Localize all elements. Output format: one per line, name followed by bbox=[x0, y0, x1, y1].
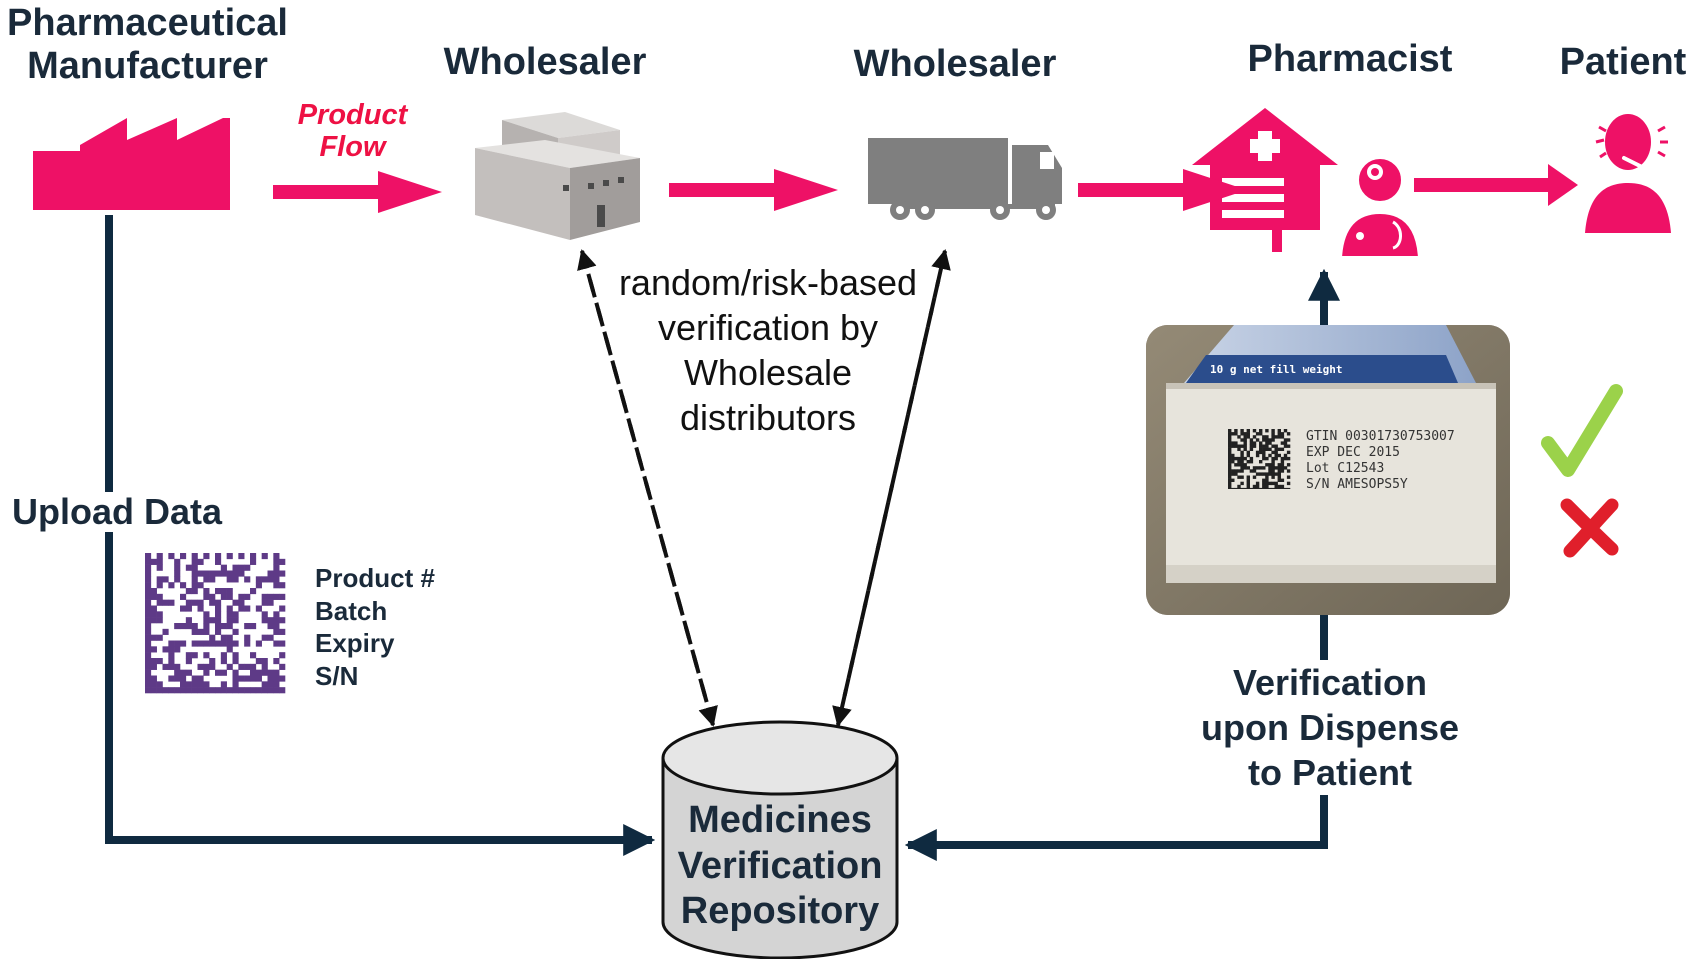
flow-arrow-2 bbox=[669, 169, 838, 211]
stage-title-pharmacist: Pharmacist bbox=[1247, 38, 1453, 80]
wholesale-verification-note: random/risk-based verification by Wholes… bbox=[618, 262, 918, 438]
package-barcode-icon bbox=[1228, 429, 1291, 489]
package-label-lines: GTIN 00301730753007 EXP DEC 2015 Lot C12… bbox=[1306, 429, 1455, 493]
flow-arrow-4 bbox=[1414, 164, 1578, 206]
warehouse-icon bbox=[475, 112, 640, 240]
check-icon bbox=[1541, 384, 1623, 477]
data-fields-list: Product # Batch Expiry S/N bbox=[315, 562, 435, 692]
factory-icon bbox=[33, 118, 230, 210]
patient-icon bbox=[1585, 114, 1671, 233]
package-sn: S/N AMESOPS5Y bbox=[1306, 477, 1408, 492]
field-serial-number: S/N bbox=[315, 660, 359, 691]
field-batch: Batch bbox=[315, 595, 388, 626]
flow-arrow-1 bbox=[273, 171, 442, 213]
pharmacy-icon bbox=[1192, 108, 1423, 260]
stage-title-wholesaler-1: Wholesaler bbox=[443, 41, 647, 83]
upload-line bbox=[105, 215, 656, 856]
package-lot: Lot C12543 bbox=[1306, 461, 1385, 476]
dispense-line-back bbox=[904, 795, 1328, 861]
datamatrix-icon bbox=[145, 553, 286, 694]
package-box bbox=[1146, 325, 1510, 615]
stage-title-wholesaler-2: Wholesaler bbox=[853, 43, 1057, 85]
flow-arrow-3 bbox=[1078, 169, 1247, 211]
package-gtin: GTIN 00301730753007 bbox=[1306, 429, 1455, 444]
stage-title-patient: Patient bbox=[1559, 41, 1687, 83]
package-strip-text: 10 g net fill weight bbox=[1210, 363, 1343, 376]
package-photo: 10 g net fill weight GTIN 00301730753007… bbox=[1146, 325, 1510, 615]
stage-title-manufacturer: Pharmaceutical Manufacturer bbox=[7, 2, 288, 87]
repository-cylinder bbox=[661, 720, 899, 959]
upload-data-label: Upload Data bbox=[12, 491, 242, 533]
cross-icon bbox=[1560, 498, 1619, 558]
dash-arrow-down-right bbox=[832, 250, 947, 727]
product-flow-label: Product Flow bbox=[297, 99, 408, 164]
field-product-number: Product # bbox=[315, 563, 435, 593]
repository-label: Medicines Verification Repository bbox=[677, 799, 883, 933]
dispense-verification-label: Verification upon Dispense to Patient bbox=[1180, 660, 1480, 795]
dash-arrow-down-left bbox=[580, 250, 718, 727]
truck-icon bbox=[868, 138, 1062, 220]
package-exp: EXP DEC 2015 bbox=[1306, 445, 1400, 460]
field-expiry: Expiry bbox=[315, 628, 395, 658]
